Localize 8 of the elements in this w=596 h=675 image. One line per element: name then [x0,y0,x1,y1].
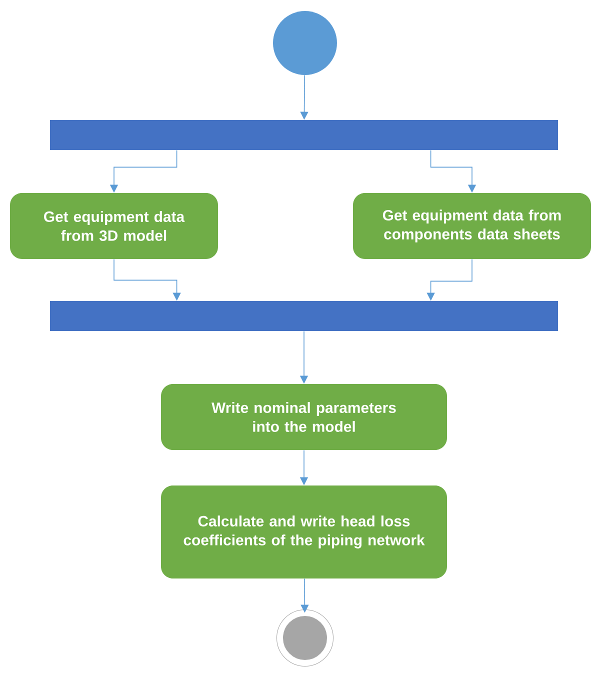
activity-box: Get equipment data from components data sheets [353,193,591,259]
end-circle [276,610,334,666]
sync-bar [50,301,558,331]
activity-box: Get equipment data from 3D model [10,193,218,259]
start-circle [273,11,337,75]
activity-box: Calculate and write head loss coefficients of the piping network [161,486,447,578]
sync-bar [50,120,558,150]
activity-box: Write nominal parameters into the model [161,384,447,450]
